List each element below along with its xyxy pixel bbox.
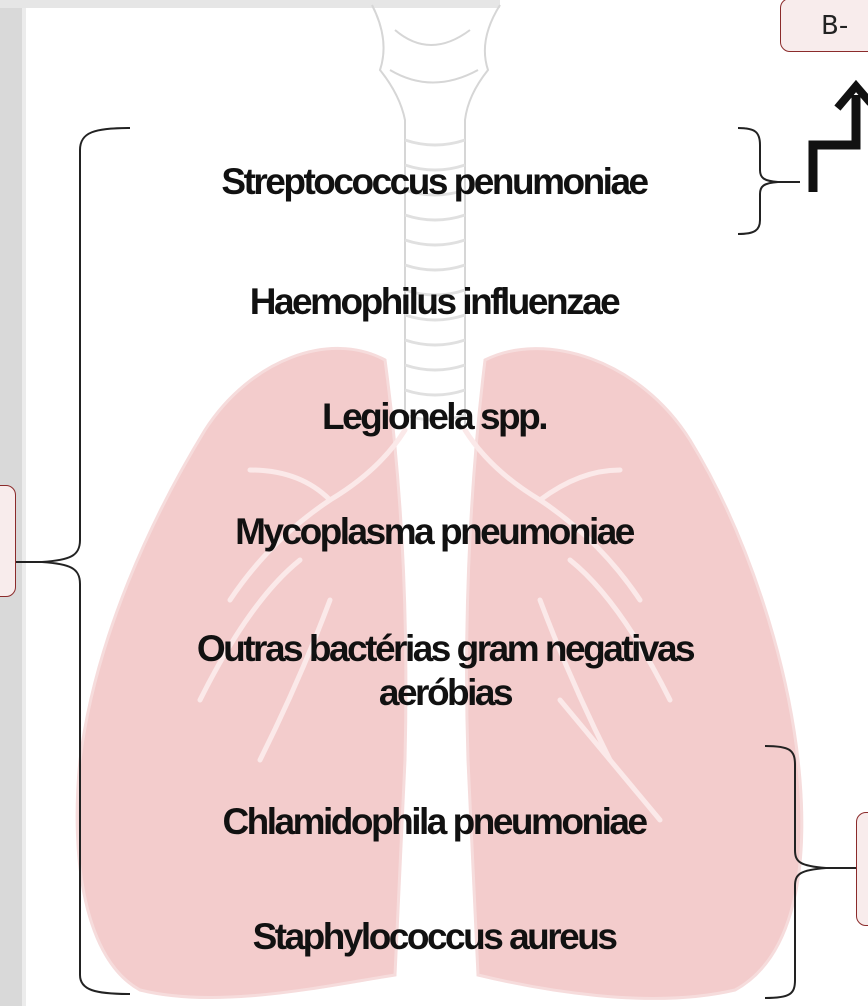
organism-streptococcus: Streptococcus penumoniae: [0, 160, 868, 204]
top-frame-strip: [0, 0, 500, 8]
organism-mycoplasma: Mycoplasma pneumoniae: [0, 510, 868, 554]
organism-haemophilus: Haemophilus influenzae: [0, 280, 868, 324]
top-right-callout: B-: [780, 0, 868, 52]
organism-outras-bacterias: Outras bactérias gram negativas aeróbias: [130, 627, 760, 715]
organism-chlamidophila: Chlamidophila pneumoniae: [0, 800, 868, 844]
organism-staphylococcus: Staphylococcus aureus: [0, 915, 868, 959]
trachea: [372, 5, 500, 430]
top-right-callout-label: B-: [821, 11, 848, 41]
organism-legionela: Legionela spp.: [0, 395, 868, 439]
